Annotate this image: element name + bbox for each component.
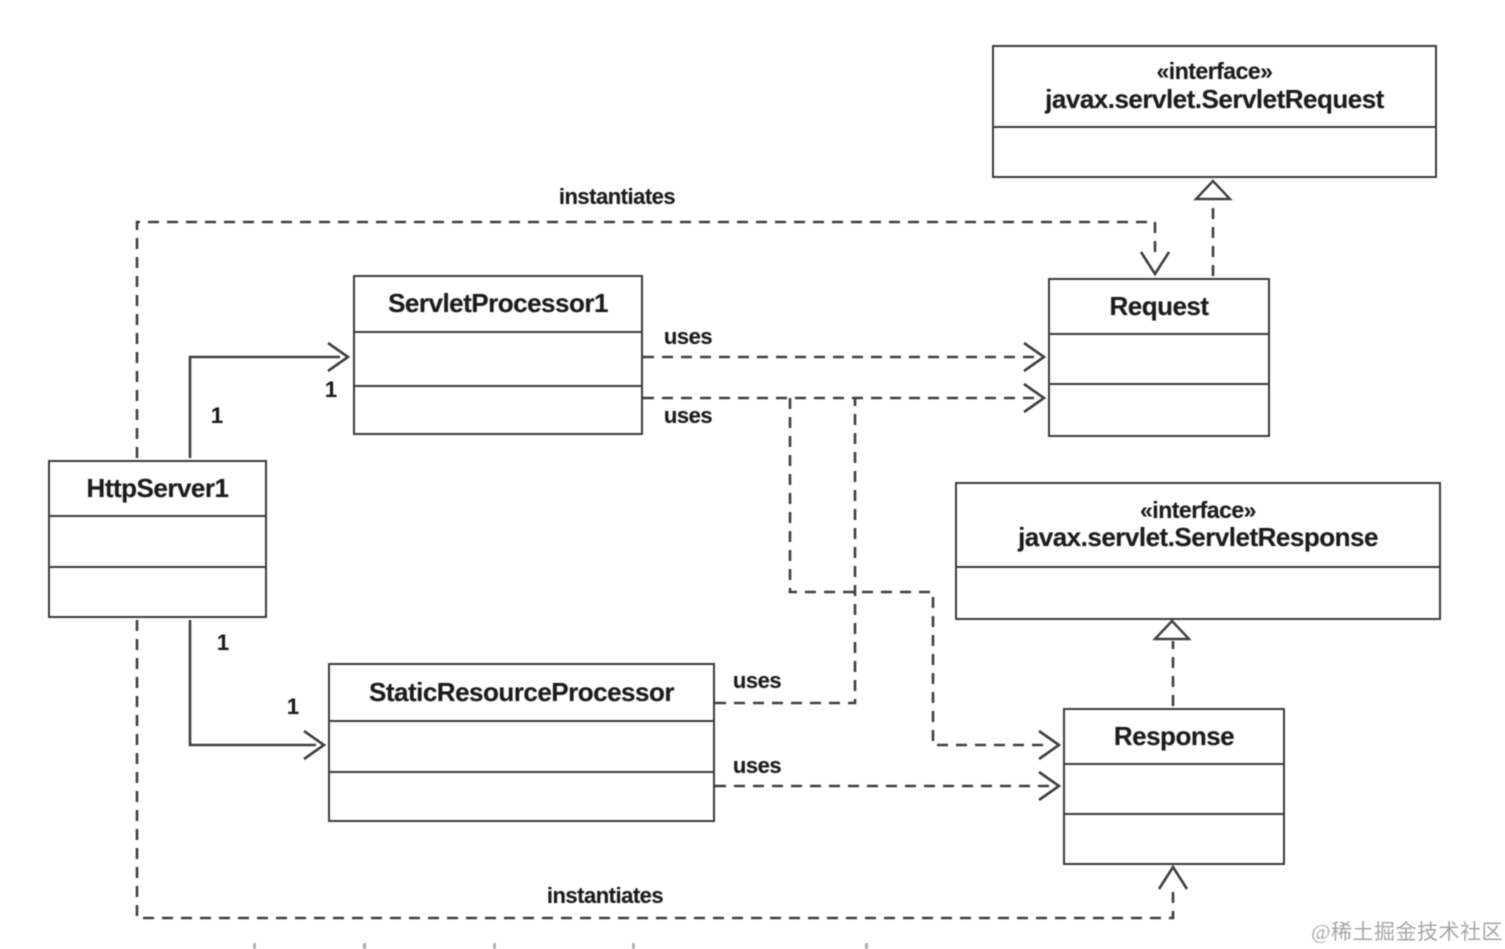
multiplicity-srp-source: 1 bbox=[216, 630, 230, 655]
edge-label-uses-sp-response: uses bbox=[663, 403, 713, 428]
class-box-servletresponse-interface: «interface» javax.servlet.ServletRespons… bbox=[955, 482, 1441, 620]
class-box-response: Response bbox=[1063, 708, 1285, 865]
open-arrowhead-right-icon bbox=[1038, 729, 1062, 761]
edge-instantiates-response bbox=[135, 620, 1189, 920]
edge-uses-request-lower bbox=[643, 382, 1047, 414]
multiplicity-srp-target: 1 bbox=[286, 694, 300, 719]
multiplicity-sp-source: 1 bbox=[210, 403, 224, 428]
cropped-text-artifact bbox=[632, 943, 635, 949]
class-box-httpserver1: HttpServer1 bbox=[48, 460, 267, 618]
open-arrowhead-right-icon bbox=[1038, 770, 1062, 802]
open-arrowhead-down-icon bbox=[1139, 251, 1171, 277]
open-arrowhead-right-icon bbox=[1023, 341, 1047, 373]
edge-label-instantiates-bottom: instantiates bbox=[546, 883, 664, 908]
edge-realization-request bbox=[1193, 179, 1233, 276]
attributes-compartment bbox=[355, 333, 641, 387]
hollow-triangle-icon bbox=[1152, 619, 1192, 641]
class-name: HttpServer1 bbox=[50, 462, 265, 517]
methods-compartment bbox=[1065, 815, 1283, 863]
empty-compartment bbox=[957, 568, 1439, 618]
methods-compartment bbox=[355, 387, 641, 433]
open-arrowhead-right-icon bbox=[327, 341, 351, 373]
interface-name: javax.servlet.ServletResponse bbox=[1018, 522, 1378, 553]
edge-label-uses-srp-response: uses bbox=[732, 753, 782, 778]
methods-compartment bbox=[1050, 385, 1268, 435]
class-name: Response bbox=[1065, 710, 1283, 765]
edge-uses-srp-response bbox=[715, 770, 1062, 802]
open-arrowhead-right-icon bbox=[1023, 382, 1047, 414]
juejin-watermark: @稀土掘金技术社区 bbox=[1311, 920, 1503, 944]
edge-uses-sp-response bbox=[788, 398, 1062, 761]
cropped-text-artifact bbox=[363, 943, 366, 949]
edge-uses-srp-request bbox=[715, 398, 857, 705]
edge-uses-sp-request bbox=[643, 341, 1047, 373]
stereotype-label: «interface» bbox=[1156, 58, 1273, 85]
cropped-text-artifact bbox=[253, 943, 256, 949]
attributes-compartment bbox=[1065, 765, 1283, 815]
edge-label-instantiates-top: instantiates bbox=[558, 184, 676, 209]
class-box-staticresourceprocessor: StaticResourceProcessor bbox=[328, 663, 715, 822]
cropped-text-artifact bbox=[493, 943, 496, 949]
cropped-text-artifact bbox=[865, 943, 868, 949]
open-arrowhead-right-icon bbox=[303, 729, 327, 761]
class-name: Request bbox=[1050, 280, 1268, 335]
edge-label-uses-srp-request: uses bbox=[732, 668, 782, 693]
attributes-compartment bbox=[1050, 335, 1268, 385]
methods-compartment bbox=[330, 773, 713, 820]
multiplicity-sp-target: 1 bbox=[324, 377, 338, 402]
hollow-triangle-icon bbox=[1193, 179, 1233, 201]
edge-realization-response bbox=[1152, 619, 1192, 706]
methods-compartment bbox=[50, 568, 265, 616]
class-name: ServletProcessor1 bbox=[355, 277, 641, 333]
class-name: StaticResourceProcessor bbox=[330, 665, 713, 722]
interface-title: «interface» javax.servlet.ServletRequest bbox=[994, 47, 1435, 128]
edge-label-uses-sp-request: uses bbox=[663, 324, 713, 349]
open-arrowhead-up-icon bbox=[1157, 864, 1189, 890]
class-box-request: Request bbox=[1048, 278, 1270, 437]
class-box-servletrequest-interface: «interface» javax.servlet.ServletRequest bbox=[992, 45, 1437, 178]
empty-compartment bbox=[994, 128, 1435, 176]
edge-assoc-static-processor bbox=[188, 620, 327, 761]
edge-assoc-servlet-processor bbox=[188, 341, 351, 458]
class-box-servletprocessor1: ServletProcessor1 bbox=[353, 275, 643, 435]
stereotype-label: «interface» bbox=[1140, 496, 1256, 523]
edge-instantiates-request bbox=[135, 220, 1171, 458]
attributes-compartment bbox=[50, 517, 265, 568]
interface-title: «interface» javax.servlet.ServletRespons… bbox=[957, 484, 1439, 568]
interface-name: javax.servlet.ServletRequest bbox=[1045, 83, 1384, 114]
attributes-compartment bbox=[330, 722, 713, 773]
